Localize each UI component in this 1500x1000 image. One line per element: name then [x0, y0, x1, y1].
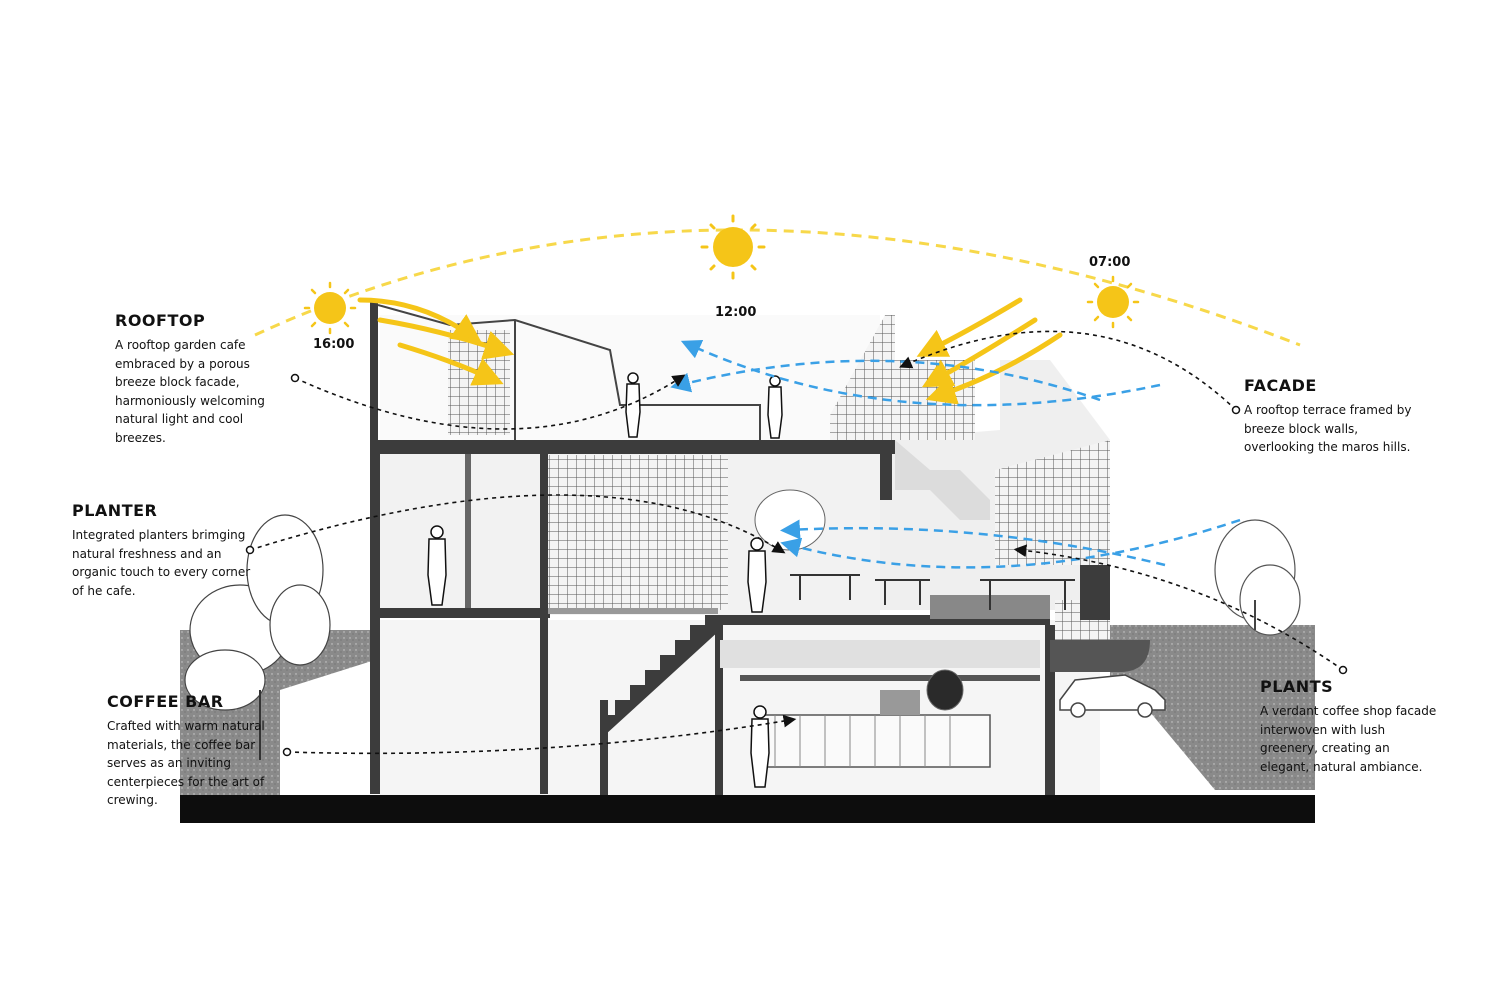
- annotation-plants: PLANTS A verdant coffee shop facade inte…: [1260, 677, 1440, 776]
- sun-icon: [700, 214, 766, 280]
- annotation-facade: FACADE A rooftop terrace framed by breez…: [1244, 376, 1424, 457]
- annotation-text: A rooftop terrace framed by breeze block…: [1244, 403, 1412, 454]
- breeze-block-interior: [548, 455, 728, 610]
- human-figure-icon: [427, 372, 783, 788]
- annotation-title: COFFEE BAR: [107, 692, 224, 711]
- annotation-text: Crafted with warm natural materials, the…: [107, 719, 265, 807]
- tree-icon: [184, 514, 331, 760]
- time-label-1600: 16:00: [313, 337, 355, 352]
- leader-dots: [245, 373, 1348, 757]
- ground: [180, 625, 1315, 823]
- tree-icon: [1214, 519, 1301, 636]
- annotation-coffee-bar: COFFEE BAR Crafted with warm natural mat…: [107, 692, 277, 810]
- annotation-planter: PLANTER Integrated planters brimging nat…: [72, 501, 252, 600]
- sun-icon: [1086, 275, 1140, 329]
- time-label-0700: 07:00: [1089, 255, 1131, 270]
- sunlight-rays: [357, 297, 1063, 405]
- annotation-title: PLANTER: [72, 501, 158, 520]
- annotation-text: A rooftop garden cafe embraced by a poro…: [115, 338, 265, 445]
- leader-lines: [249, 330, 1344, 755]
- breeze-block-facade-tower: [830, 315, 895, 440]
- breeze-block-facade-angled: [995, 440, 1110, 565]
- sun-icon: [303, 281, 357, 335]
- breeze-block-facade-right: [895, 360, 975, 440]
- annotation-title: ROOFTOP: [115, 311, 206, 330]
- annotation-title: FACADE: [1244, 376, 1317, 395]
- breeze-arrows: [670, 340, 1241, 569]
- annotation-rooftop: ROOFTOP A rooftop garden cafe embraced b…: [115, 311, 275, 447]
- annotation-text: Integrated planters brimging natural fre…: [72, 528, 251, 598]
- annotation-text: A verdant coffee shop facade interwoven …: [1260, 704, 1437, 774]
- time-label-1200: 12:00: [715, 305, 757, 320]
- car-icon: [1059, 674, 1166, 718]
- staircase: [600, 615, 720, 735]
- annotation-title: PLANTS: [1260, 677, 1334, 696]
